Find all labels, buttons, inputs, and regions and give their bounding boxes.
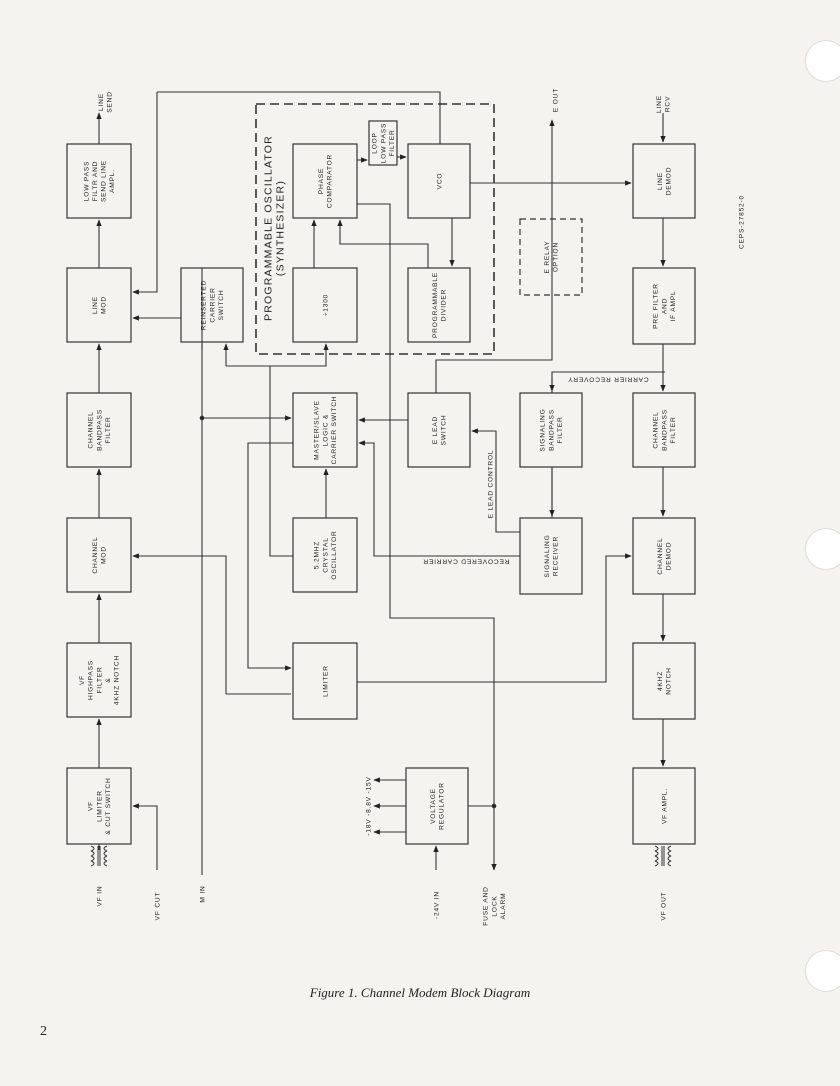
div1300-label: ÷1300 [322, 294, 329, 316]
ch-bp-rx-block [632, 392, 696, 468]
line-mod-block [66, 267, 132, 343]
signal-wire [357, 203, 497, 871]
reins-block [180, 267, 244, 343]
m-in-label: M IN [199, 885, 206, 902]
loop-block [368, 120, 398, 166]
signal-wire [132, 553, 227, 694]
vreg-block [405, 767, 469, 845]
signal-wire [269, 366, 293, 557]
sig-rx-block [519, 517, 583, 595]
limiter-block [292, 642, 358, 720]
24v-in-label: -24V IN [433, 891, 440, 919]
ch-mod-block [66, 517, 132, 593]
elead-block [407, 392, 471, 468]
ch-demod-block [632, 517, 696, 595]
figure-caption: Figure 1. Channel Modem Block Diagram [309, 985, 531, 1000]
signal-wire [358, 440, 496, 557]
e-lead-control-label: E LEAD CONTROL [487, 450, 494, 519]
recovered-carrier-label: RECOVERED CARRIER [423, 558, 510, 565]
signal-wire [435, 119, 555, 393]
page-number: 2 [40, 1024, 47, 1039]
hole-punch-middle [805, 528, 840, 570]
vf-lim-block [66, 767, 132, 845]
pre-filter-block [632, 267, 696, 345]
synthesizer-enclosure [255, 103, 495, 355]
signal-wire [132, 92, 158, 295]
vf-hp-block [66, 642, 132, 718]
progdiv-block [407, 267, 471, 343]
div1300-block [292, 267, 358, 343]
line-demod-block [632, 143, 696, 219]
vco-block [407, 143, 471, 219]
vf-in-label: VF IN [96, 886, 103, 907]
crystal-block [292, 517, 358, 593]
synthesizer-title: PROGRAMMABLE OSCILLATOR(SYNTHESIZER) [262, 135, 286, 321]
junction-dot [491, 803, 497, 809]
signal-wire [337, 219, 429, 268]
signal-wire [549, 371, 665, 392]
signal-wire [471, 428, 520, 533]
vf-in-transformer-icon [90, 845, 108, 867]
signal-wire [226, 343, 329, 367]
notch4k-block [632, 642, 696, 720]
hole-punch-top [805, 40, 840, 82]
signal-wire [132, 803, 158, 870]
ch-bp-tx-block [66, 392, 132, 468]
hole-punch-bottom [805, 950, 840, 992]
signal-wire [157, 91, 441, 144]
signal-wire [357, 553, 632, 683]
limiter-label: LIMITER [322, 665, 329, 697]
sig-bp-block [519, 392, 583, 468]
vf-ampl-label: VF AMPL. [661, 788, 668, 824]
vreg-output-label: -18V -8.8V -15V [365, 776, 372, 835]
vf-out-transformer-icon [654, 845, 672, 867]
vf-ampl-block [632, 767, 696, 845]
vf-cut-label: VF CUT [154, 892, 161, 921]
phase-block [292, 143, 358, 219]
master-block [292, 392, 358, 468]
e-out-label: E OUT [552, 88, 559, 112]
vco-label: VCO [436, 173, 443, 190]
signal-wire [247, 442, 293, 671]
vf-out-label: VF OUT [660, 892, 667, 921]
erelay-block [519, 218, 583, 296]
carrier-recovery-label: CARRIER RECOVERY [567, 376, 648, 383]
doc-id-label: CEPS-27852-0 [738, 195, 745, 249]
lpf-send-block [66, 143, 132, 219]
